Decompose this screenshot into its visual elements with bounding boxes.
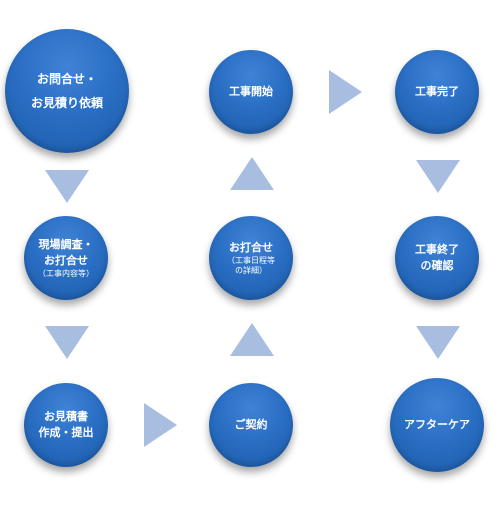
- arrow-right-1: [329, 70, 362, 114]
- step-inquiry-line2: お見積り依頼: [30, 96, 103, 110]
- step-contract-node: ご契約: [209, 383, 293, 467]
- arrow-up-1: [230, 157, 274, 190]
- step-confirm-node: 工事終了 の確認: [395, 216, 479, 300]
- step-confirm-line1: 工事終了: [415, 243, 459, 256]
- step-complete-line1: 工事完了: [415, 85, 459, 98]
- step-aftercare-node: アフターケア: [390, 378, 484, 472]
- step-estimate-line2: 作成・提出: [38, 426, 94, 439]
- arrow-down-2: [45, 326, 89, 359]
- step-confirm-line2: の確認: [420, 259, 454, 272]
- step-meeting-node: お打合せ （工事日程等 の詳細）: [209, 216, 293, 300]
- step-inquiry-node: お問合せ・ お見積り依頼: [5, 29, 129, 153]
- step-aftercare-line1: アフターケア: [404, 418, 470, 431]
- step-meeting-sub1: （工事日程等: [227, 256, 275, 265]
- step-site-survey-line2: お打合せ: [44, 254, 88, 267]
- arrow-down-4: [416, 326, 460, 359]
- step-estimate-node: お見積書 作成・提出: [24, 383, 108, 467]
- step-estimate-line1: お見積書: [44, 410, 88, 423]
- arrow-right-2: [144, 403, 177, 447]
- step-meeting-sub2: の詳細）: [235, 266, 267, 275]
- step-start-line1: 工事開始: [229, 85, 273, 98]
- step-inquiry-line1: お問合せ・: [36, 72, 97, 86]
- step-site-survey-line1: 現場調査・: [38, 238, 94, 251]
- step-site-survey-sub: （工事内容等）: [38, 269, 94, 278]
- arrow-down-1: [45, 170, 89, 203]
- step-meeting-line1: お打合せ: [229, 241, 273, 254]
- arrow-up-2: [230, 323, 274, 356]
- step-contract-line1: ご契約: [234, 418, 268, 431]
- step-site-survey-node: 現場調査・ お打合せ （工事内容等）: [24, 216, 108, 300]
- step-complete-node: 工事完了: [395, 50, 479, 134]
- arrow-down-3: [416, 160, 460, 193]
- step-start-node: 工事開始: [209, 50, 293, 134]
